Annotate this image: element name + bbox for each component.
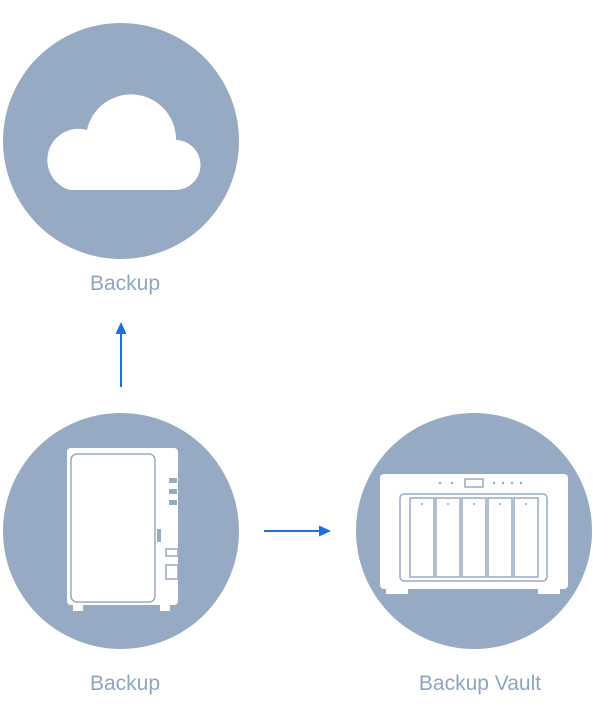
arrowhead-up-icon xyxy=(115,322,127,334)
edge-source-to-vault xyxy=(264,525,331,537)
node-cloud xyxy=(3,23,239,259)
nas-2-bay-icon xyxy=(67,448,179,611)
nas-5-bay-icon xyxy=(380,474,568,594)
edge-source-to-cloud xyxy=(115,322,127,387)
nas-vault-node-label: Backup Vault xyxy=(418,672,542,695)
cloud-icon xyxy=(47,94,201,191)
arrowhead-right-icon xyxy=(319,525,331,537)
node-nas-vault xyxy=(356,413,592,649)
cloud-node-label: Backup xyxy=(89,272,161,295)
nas-source-node-label: Backup xyxy=(89,672,161,695)
node-nas-source xyxy=(3,413,239,649)
drive-bays xyxy=(409,497,539,578)
